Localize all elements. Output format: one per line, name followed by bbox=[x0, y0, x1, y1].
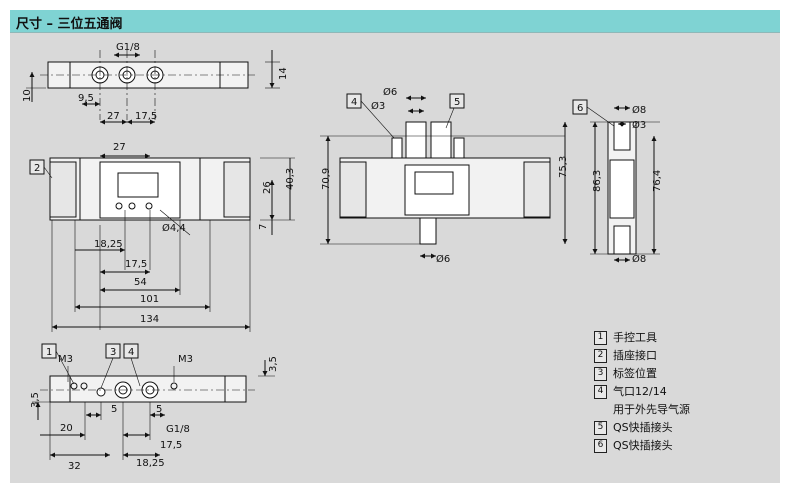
legend-number: 2 bbox=[594, 349, 607, 363]
side-fitting bbox=[613, 121, 631, 151]
legend-text: 标签位置 bbox=[613, 367, 657, 380]
legend-text: 手控工具 bbox=[613, 331, 657, 344]
top-height-right: 14 bbox=[278, 67, 289, 80]
legend-text: QS快插接头 bbox=[613, 439, 673, 452]
legend-text: 用于外先导气源 bbox=[613, 403, 690, 416]
bottom-dim-4: 17,5 bbox=[160, 440, 182, 451]
front-dim-h1: 26 bbox=[262, 181, 273, 194]
title-bar: 尺寸 – 三位五通阀 bbox=[10, 10, 780, 33]
bottom-port: G1/8 bbox=[166, 424, 190, 435]
qs-bottom-fitting bbox=[419, 217, 437, 245]
callout-2: 2 bbox=[34, 163, 40, 174]
front-dim-h3: 7 bbox=[258, 224, 269, 230]
technical-drawing: G1/8 14 10 9,5 27 17,5 bbox=[22, 42, 663, 472]
qs-dim-2: Ø3 bbox=[371, 100, 385, 112]
callout-box-5 bbox=[449, 93, 465, 109]
legend-number: 3 bbox=[594, 367, 607, 381]
legend-text: 插座接口 bbox=[613, 349, 657, 362]
legend-item: 4 气口12/14 bbox=[594, 384, 690, 402]
side-view bbox=[572, 99, 660, 263]
legend-number: 5 bbox=[594, 421, 607, 435]
top-port-label: G1/8 bbox=[116, 42, 140, 53]
callout-1: 1 bbox=[46, 347, 52, 358]
callout-4-bottom: 4 bbox=[128, 347, 134, 358]
valve-body bbox=[99, 161, 181, 219]
front-view bbox=[29, 153, 295, 332]
legend-text: 气口12/14 bbox=[613, 385, 667, 398]
qs-height-right: 75,3 bbox=[558, 156, 569, 178]
top-view bbox=[26, 50, 280, 125]
front-hole: Ø4,4 bbox=[162, 222, 186, 234]
bottom-h-left: 3,5 bbox=[30, 392, 41, 408]
bottom-dim-1: 5 bbox=[111, 404, 117, 415]
label-window bbox=[117, 172, 159, 198]
top-dim-1: 9,5 bbox=[78, 93, 94, 104]
callout-6: 6 bbox=[577, 103, 583, 114]
front-dim-w5: 134 bbox=[140, 314, 159, 325]
legend-item: 2 插座接口 bbox=[594, 348, 690, 366]
thread-left: M3 bbox=[58, 354, 73, 365]
qs-fitting bbox=[405, 121, 427, 159]
callout-5: 5 bbox=[454, 97, 460, 108]
front-dim-h2: 40,3 bbox=[285, 168, 296, 190]
page-title: 尺寸 – 三位五通阀 bbox=[16, 17, 123, 32]
qs-view bbox=[320, 93, 568, 259]
qs-fitting bbox=[430, 121, 452, 159]
front-dim-w1: 18,25 bbox=[94, 239, 123, 250]
legend-item: 6 QS快插接头 bbox=[594, 438, 690, 456]
legend-number: 1 bbox=[594, 331, 607, 345]
bottom-view bbox=[32, 343, 275, 460]
top-dim-2: 27 bbox=[107, 111, 120, 122]
side-height-2: 76,4 bbox=[652, 170, 663, 192]
legend-number: 6 bbox=[594, 439, 607, 453]
bottom-h-right: 3,5 bbox=[268, 356, 279, 372]
side-dim-1: Ø8 bbox=[632, 104, 646, 116]
bottom-dim-2: 5 bbox=[156, 404, 162, 415]
front-dim-w3: 54 bbox=[134, 277, 147, 288]
callout-3: 3 bbox=[110, 347, 116, 358]
qs-bottom: Ø6 bbox=[436, 253, 450, 265]
top-dim-3: 17,5 bbox=[135, 111, 157, 122]
front-dim-w4: 101 bbox=[140, 294, 159, 305]
side-dim-2: Ø3 bbox=[632, 119, 646, 131]
legend-item: 3 标签位置 bbox=[594, 366, 690, 384]
qs-height-total: 70,9 bbox=[321, 168, 332, 190]
bottom-dim-5: 32 bbox=[68, 461, 81, 472]
side-fitting bbox=[613, 225, 631, 255]
side-bottom: Ø8 bbox=[632, 253, 646, 265]
legend-item: 1 手控工具 bbox=[594, 330, 690, 348]
side-height-1: 86,3 bbox=[592, 170, 603, 192]
legend-number: 4 bbox=[594, 385, 607, 399]
callout-4: 4 bbox=[351, 97, 357, 108]
front-dim-top: 27 bbox=[113, 142, 126, 153]
bottom-dim-6: 18,25 bbox=[136, 458, 165, 469]
top-height-left: 10 bbox=[22, 89, 33, 102]
front-dim-w2: 17,5 bbox=[125, 259, 147, 270]
legend-item: 5 QS快插接头 bbox=[594, 420, 690, 438]
legend-text: QS快插接头 bbox=[613, 421, 673, 434]
legend-item-continuation: 用于外先导气源 bbox=[594, 402, 690, 420]
drawing-sheet: 尺寸 – 三位五通阀 bbox=[10, 10, 780, 483]
thread-right: M3 bbox=[178, 354, 193, 365]
qs-dim-1: Ø6 bbox=[383, 86, 397, 98]
bottom-dim-3: 20 bbox=[60, 423, 73, 434]
